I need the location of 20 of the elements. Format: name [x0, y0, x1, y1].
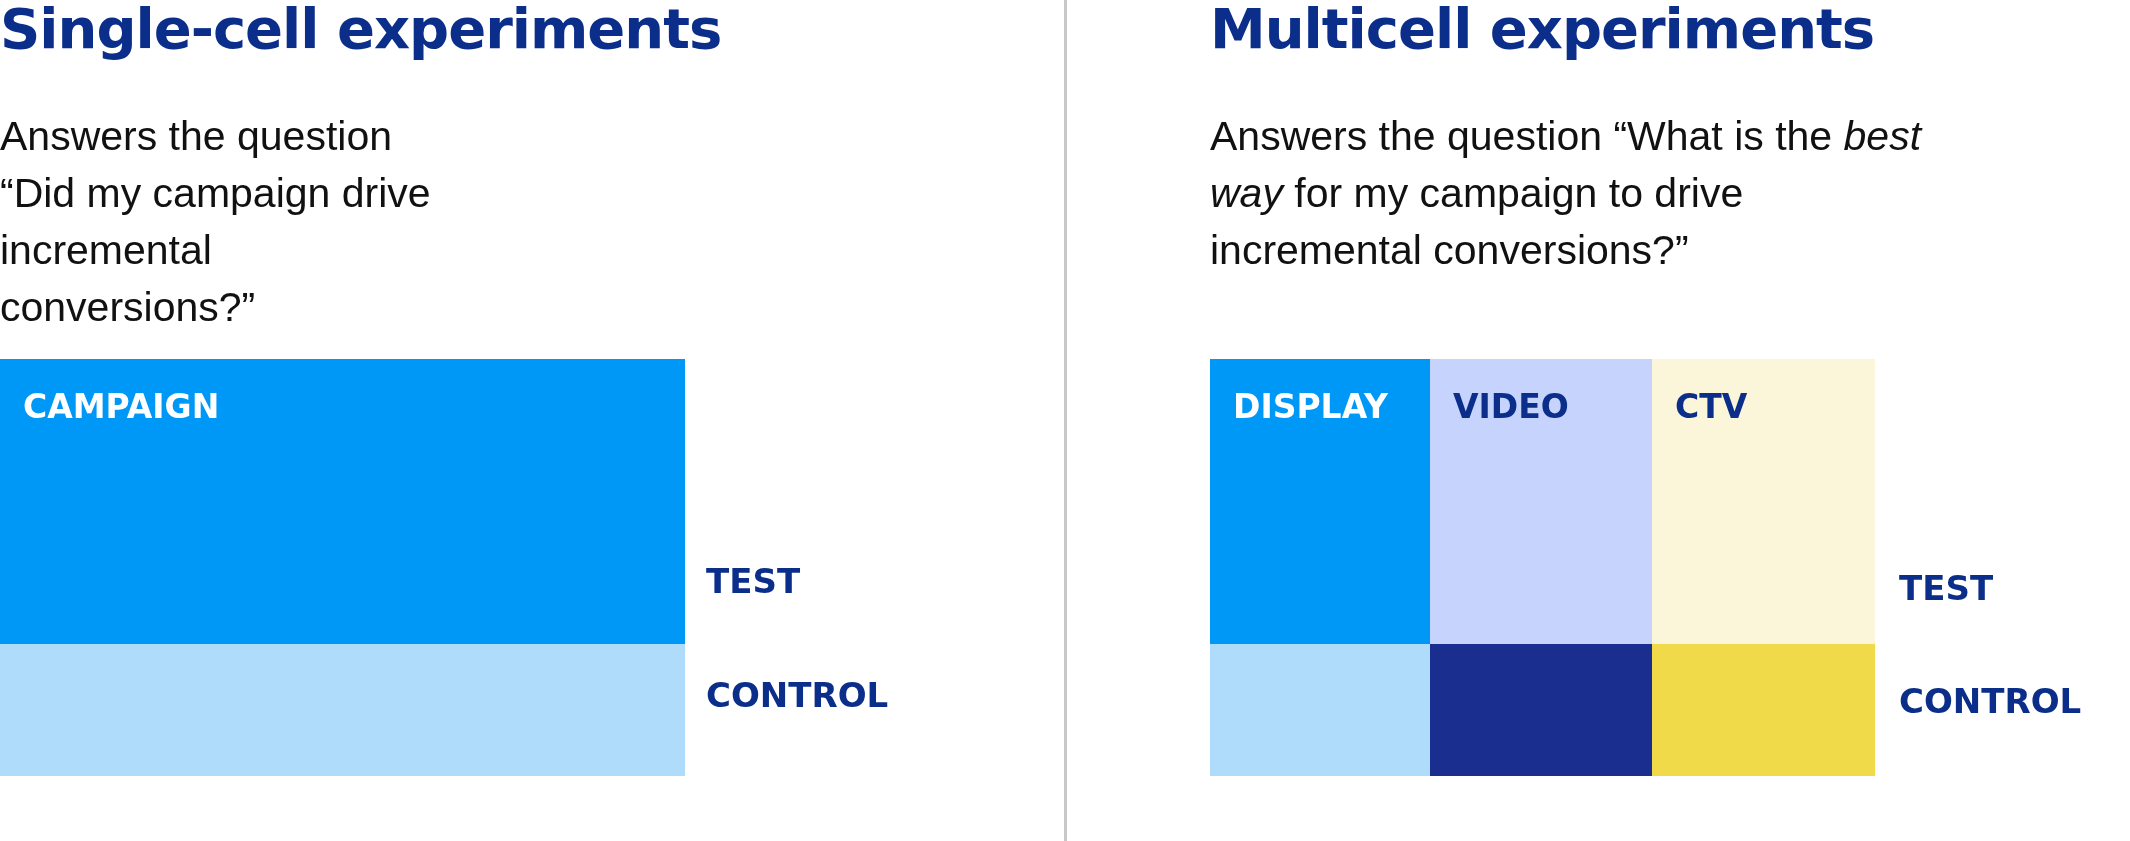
test-cell-block: [0, 359, 685, 644]
section-heading: Multicell experiments: [1210, 0, 1875, 61]
control-cell-block: [0, 644, 685, 776]
test-cell-block: [1652, 359, 1875, 644]
row-label: CONTROL: [706, 675, 889, 715]
question-text: Answers the question “What is the best way for my campaign to drive incremental conversions?”: [1210, 112, 1924, 275]
cell-label: VIDEO: [1453, 387, 1569, 426]
cell-label: CTV: [1675, 387, 1748, 426]
test-cell-block: [1430, 359, 1652, 644]
cell-label: CAMPAIGN: [23, 387, 220, 426]
control-cell-block: [1430, 644, 1652, 776]
row-label: TEST: [706, 561, 801, 601]
cell-label: DISPLAY: [1233, 387, 1388, 426]
control-cell-block: [1210, 644, 1430, 776]
control-cell-block: [1652, 644, 1875, 776]
row-label: CONTROL: [1899, 681, 2082, 721]
section-heading: Single-cell experiments: [0, 0, 722, 61]
row-label: TEST: [1899, 568, 1994, 608]
test-cell-block: [1210, 359, 1430, 644]
question-text: Answers the question “Did my campaign drive incremental conversions?”: [0, 112, 432, 332]
